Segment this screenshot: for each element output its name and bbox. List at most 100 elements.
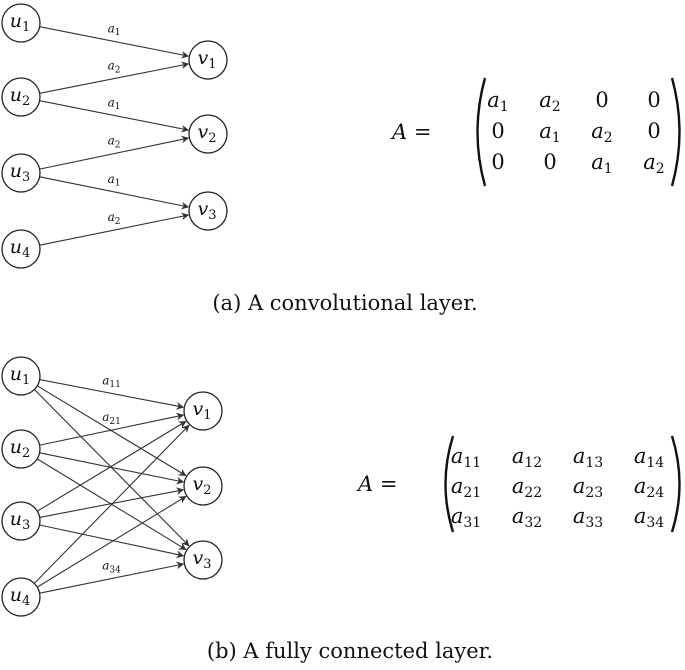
conv-matrix-cell-base: a: [539, 119, 552, 143]
conv-node-v1: v1: [188, 40, 228, 80]
node-circle: [1, 577, 41, 617]
node-label: u1: [10, 10, 31, 35]
node-circle: [183, 466, 223, 506]
conv-matrix-cell-value: 0: [647, 88, 660, 112]
conv-node-u4: u4: [1, 229, 41, 269]
node-label-base: u: [10, 236, 22, 258]
conv-matrix-cell-value: 0: [647, 119, 660, 143]
fc-matrix-cell-base: a: [573, 504, 586, 528]
fc-node-u2: u2: [1, 429, 41, 469]
node-label: u3: [10, 160, 31, 185]
fc-matrix-cell-sub: 13: [585, 455, 603, 471]
node-label-sub: 4: [22, 594, 30, 609]
node-circle: [188, 114, 228, 154]
conv-node-v3: v3: [188, 191, 228, 231]
fc-matrix-cell: a33: [573, 504, 603, 531]
node-label: v2: [192, 473, 211, 498]
node-circle: [1, 3, 41, 43]
node-label-base: v: [192, 473, 203, 495]
fc-matrix-cell-sub: 32: [524, 515, 542, 531]
conv-edge-label-base: a: [108, 59, 115, 73]
conv-edge-label: a1: [108, 21, 121, 38]
fc-edge-label-sub: 21: [109, 417, 120, 427]
node-label-base: v: [197, 47, 208, 69]
conv-edge-label-base: a: [108, 95, 115, 109]
node-label: u4: [10, 236, 31, 261]
conv-matrix-cell-base: a: [487, 88, 500, 112]
conv-edge-u2-v1: [39, 61, 190, 94]
conv-matrix-cell: a2: [539, 88, 560, 115]
fc-edge-label: a34: [102, 559, 121, 576]
caption-convolutional: (a) A convolutional layer.: [212, 291, 477, 315]
fc-matrix-cell-base: a: [451, 474, 464, 498]
fc-edge-label-sub: 34: [109, 565, 121, 575]
conv-edge-label-sub: 1: [115, 179, 121, 189]
conv-matrix-cell-value: 0: [595, 88, 608, 112]
fc-edge-label-base: a: [102, 559, 109, 573]
fc-edge-u2-v1: [39, 412, 185, 446]
fc-matrix-cell-sub: 23: [585, 485, 603, 501]
conv-matrix-cell: 0: [491, 150, 504, 174]
conv-edge-u3-v3: [39, 176, 190, 210]
conv-edge-u1-v1: [39, 26, 190, 59]
node-circle: [183, 391, 223, 431]
conv-matrix-cell: 0: [491, 119, 504, 143]
fc-matrix-cell: a32: [512, 504, 542, 531]
conv-matrix-cell: 0: [595, 88, 608, 112]
fc-edge-u2-v2: [39, 452, 185, 485]
node-label: u2: [10, 436, 31, 461]
node-label-base: u: [10, 508, 22, 530]
fc-matrix-cell: a14: [634, 444, 664, 471]
conv-matrix-cell-base: a: [539, 88, 552, 112]
node-label-sub: 1: [208, 57, 216, 72]
fc-edge-label-base: a: [102, 373, 109, 387]
conv-node-u2: u2: [1, 77, 41, 117]
conv-matrix-cell-base: a: [643, 150, 656, 174]
node-circle: [188, 40, 228, 80]
conv-edge-label: a2: [108, 59, 121, 76]
fc-edge-u4-v3: [39, 561, 185, 594]
fc-matrix-cell-base: a: [634, 444, 647, 468]
fc-edge-u4-v2: [36, 495, 187, 588]
node-label-sub: 2: [208, 131, 216, 146]
node-label-sub: 2: [22, 446, 30, 461]
fc-edges: [33, 379, 190, 594]
caption-fully-connected: (b) A fully connected layer.: [207, 639, 493, 663]
fc-matrix-cell-sub: 12: [524, 455, 542, 471]
fc-edge-label-sub: 11: [109, 380, 120, 390]
conv-edge-u4-v3: [39, 212, 190, 246]
node-label-sub: 2: [203, 483, 211, 498]
conv-matrix-cell-value: 0: [491, 119, 504, 143]
fc-matrix-cell: a31: [451, 504, 481, 531]
fc-edge-u3-v3: [39, 524, 185, 559]
node-label-base: u: [10, 160, 22, 182]
fc-matrix-cell-sub: 24: [646, 485, 664, 501]
fc-matrix-cell-sub: 33: [585, 515, 603, 531]
fc-edge-u3-v2: [39, 487, 185, 518]
conv-matrix-cell: a2: [643, 150, 664, 177]
conv-matrix-cell: a1: [591, 150, 612, 177]
fc-matrix-cell-sub: 22: [524, 485, 542, 501]
fc-matrix-cell: a12: [512, 444, 542, 471]
fc-matrix-cell: a21: [451, 474, 481, 501]
fc-matrix-cell: a11: [451, 444, 481, 471]
conv-matrix-cell: a1: [539, 119, 560, 146]
node-label-base: u: [10, 84, 22, 106]
fc-matrix-cell: a23: [573, 474, 603, 501]
conv-matrix-cell: 0: [647, 119, 660, 143]
node-label-sub: 1: [22, 373, 30, 388]
fc-matrix-cell-sub: 11: [463, 455, 481, 471]
fc-node-u3: u3: [1, 501, 41, 541]
fc-matrix-cell-base: a: [451, 504, 464, 528]
conv-edge-label: a1: [108, 172, 121, 189]
conv-matrix-right-paren: [670, 77, 681, 187]
fc-edge-label: a21: [102, 410, 121, 427]
node-label: v2: [197, 121, 216, 146]
fc-node-u1: u1: [1, 356, 41, 396]
node-label: u1: [10, 363, 31, 388]
fc-matrix-cell: a24: [634, 474, 664, 501]
